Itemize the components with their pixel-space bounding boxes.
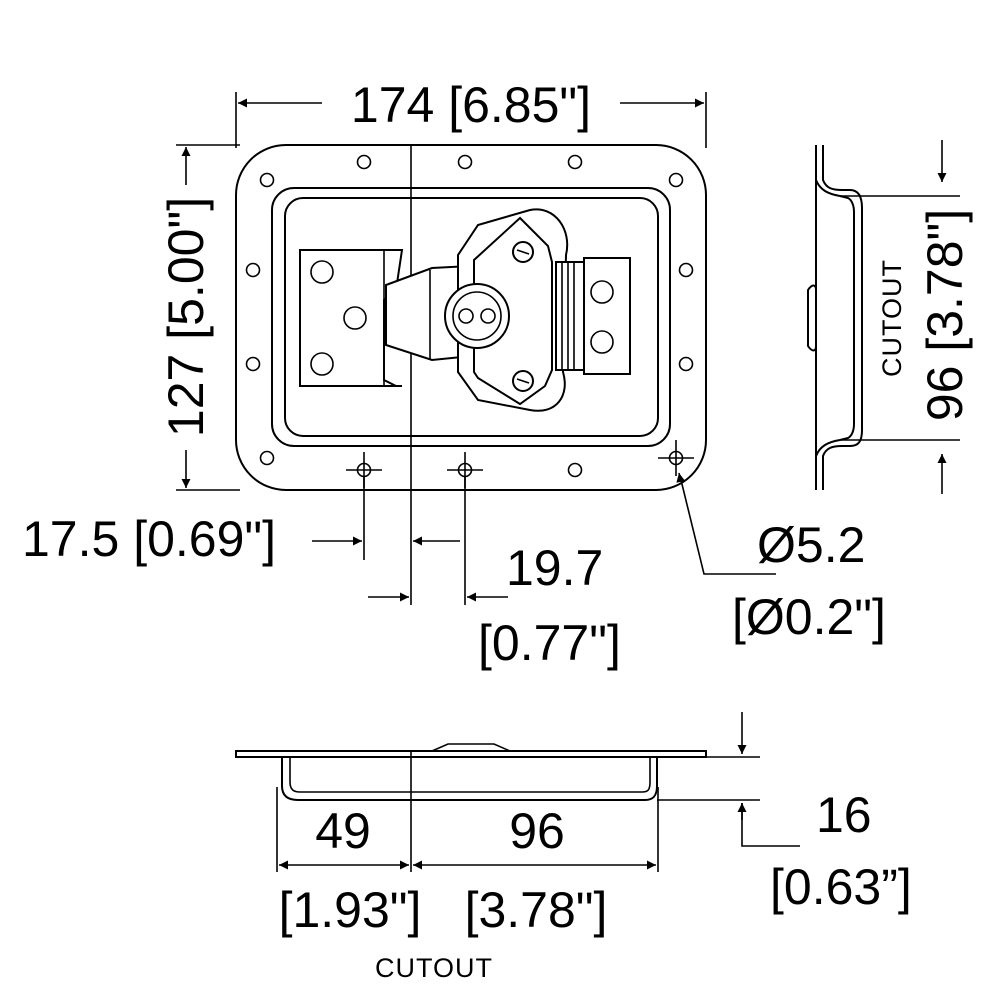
height-dimension-label: 127 [5.00"] xyxy=(158,197,214,437)
front-view-dimensions: 49 [1.93"] 96 [3.78"] 16 [0.63”] CUTOUT xyxy=(276,712,912,983)
front-left-dimension-value: 49 xyxy=(315,803,371,859)
side-view: CUTOUT 96 [3.78"] xyxy=(807,140,973,494)
latch-left-plate xyxy=(299,249,404,387)
front-view xyxy=(235,743,707,872)
front-left-dimension-inch: [1.93"] xyxy=(279,882,422,938)
hole-offset-dimension-label: 17.5 [0.69"] xyxy=(22,511,276,567)
top-view-dimensions: 174 [6.85"] 127 [5.00"] 17.5 [0.69"] 19.… xyxy=(22,77,886,671)
top-view xyxy=(235,144,707,605)
front-right-dimension-value: 96 xyxy=(509,803,565,859)
latch-lever xyxy=(444,208,569,412)
front-cutout-label: CUTOUT xyxy=(375,953,493,983)
hole-diameter-dimension-inch: [Ø0.2"] xyxy=(732,589,886,645)
hole-spacing-dimension-value: 19.7 xyxy=(506,540,603,596)
width-dimension-label: 174 [6.85"] xyxy=(351,77,591,133)
recess-inner xyxy=(284,197,659,437)
depth-dimension-value: 16 xyxy=(816,787,872,843)
front-right-dimension-inch: [3.78"] xyxy=(465,882,608,938)
recess-outer xyxy=(271,187,671,447)
latch-hinge xyxy=(555,257,631,375)
side-cutout-label: CUTOUT xyxy=(877,259,907,377)
outer-flange xyxy=(235,144,707,491)
hole-diameter-dimension-value: Ø5.2 xyxy=(757,517,865,573)
side-cutout-dimension-label: 96 [3.78"] xyxy=(917,209,973,421)
hole-spacing-dimension-inch: [0.77"] xyxy=(478,615,621,671)
depth-dimension-inch: [0.63”] xyxy=(770,859,912,915)
